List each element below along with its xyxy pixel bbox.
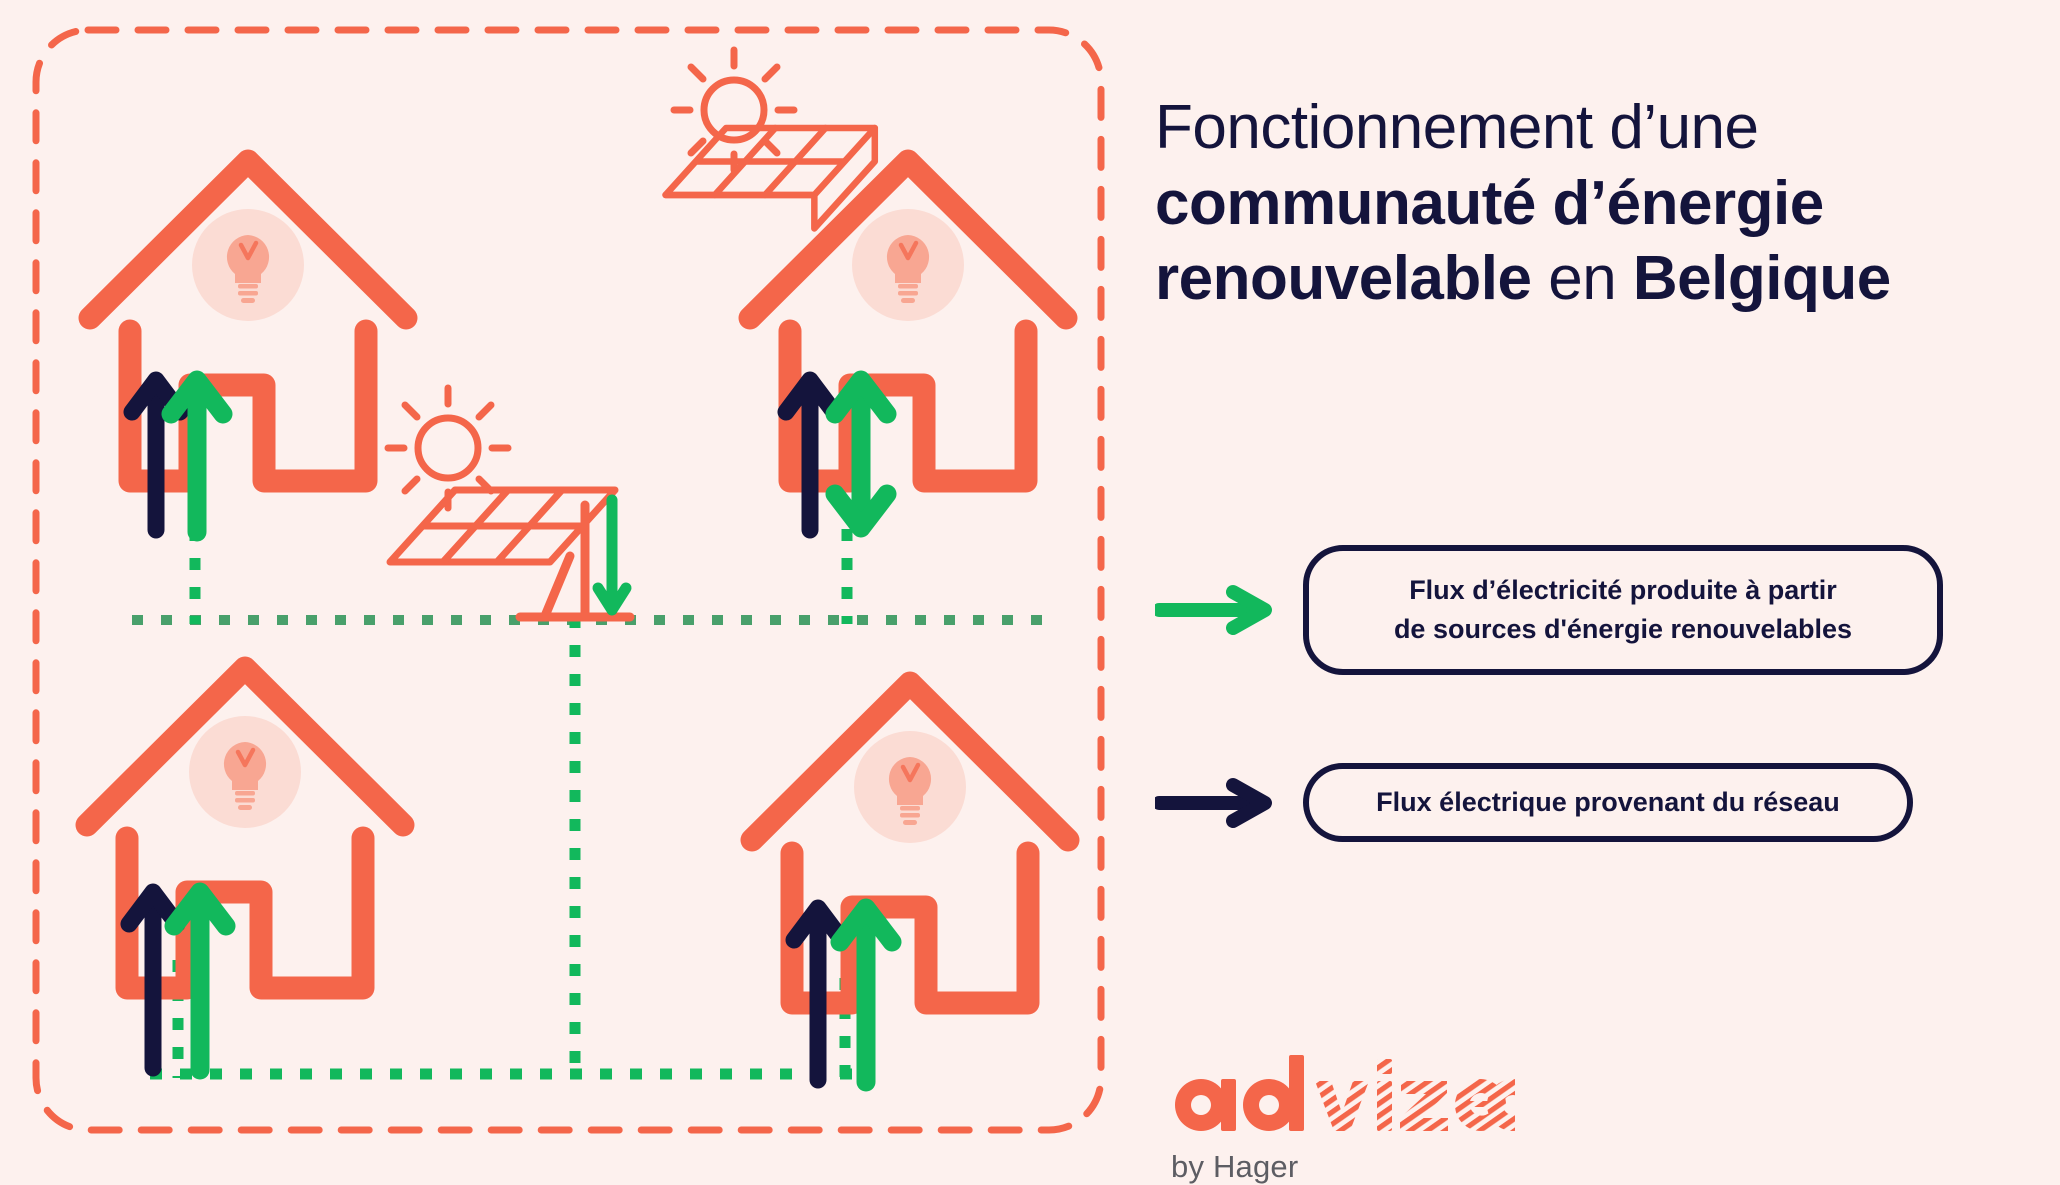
title-line-3-bold: renouvelable (1155, 244, 1532, 314)
legend-label-renewable-line1: Flux d’électricité produite à partir (1409, 575, 1837, 605)
arrow-up-green (164, 882, 236, 1080)
legend-label-grid: Flux électrique provenant du réseau (1303, 763, 1913, 843)
advizeo-logo: by Hager (1165, 1055, 1515, 1185)
logo-tagline: by Hager (1171, 1149, 1299, 1184)
arrow-right-green-icon (1155, 585, 1272, 636)
title-line-1: Fonctionnement d’une (1155, 93, 1759, 162)
diagram-frame (32, 26, 1105, 1134)
title-line-2: communauté d’énergie (1155, 168, 1824, 238)
sun-icon (674, 50, 794, 170)
dotted-grid-network (132, 500, 1048, 1080)
central-solar-panel (388, 388, 635, 622)
legend-item-grid: Flux électrique provenant du réseau (1155, 763, 2035, 843)
house-top-left (90, 161, 406, 542)
house-top-right (666, 50, 1066, 539)
arrow-up-green (161, 370, 233, 542)
legend-label-grid-line1: Flux électrique provenant du réseau (1376, 787, 1840, 818)
legend-label-renewable: Flux d’électricité produite à partir de … (1303, 545, 1943, 676)
page-title: Fonctionnement d’une communauté d’énergi… (1155, 70, 2035, 317)
legend: Flux d’électricité produite à partir de … (1155, 545, 2035, 843)
infographic: Fonctionnement d’une communauté d’énergi… (32, 26, 2035, 1184)
title-line-3-bold2: Belgique (1632, 244, 1891, 314)
right-panel: Fonctionnement d’une communauté d’énergi… (1155, 70, 2035, 1184)
title-line-3-plain: en (1531, 244, 1633, 314)
house-bottom-left (87, 668, 403, 1080)
arrow-up-navy (120, 883, 186, 1077)
arrow-down-green (592, 494, 632, 616)
advizeo-wordmark-icon (1175, 1055, 1515, 1131)
legend-item-renewable: Flux d’électricité produite à partir de … (1155, 545, 2035, 676)
arrow-right-navy-icon (1155, 777, 1272, 828)
solar-panel-stand (515, 500, 635, 622)
arrow-up-navy (785, 899, 851, 1089)
arrow-double-green (825, 370, 897, 538)
roof-solar-panel (666, 124, 879, 232)
legend-label-renewable-line2: de sources d'énergie renouvelables (1393, 614, 1853, 645)
arrow-up-green (830, 898, 902, 1092)
arrow-up-navy (777, 371, 843, 539)
energy-community-diagram (32, 26, 1105, 1134)
house-bottom-right (752, 683, 1068, 1092)
